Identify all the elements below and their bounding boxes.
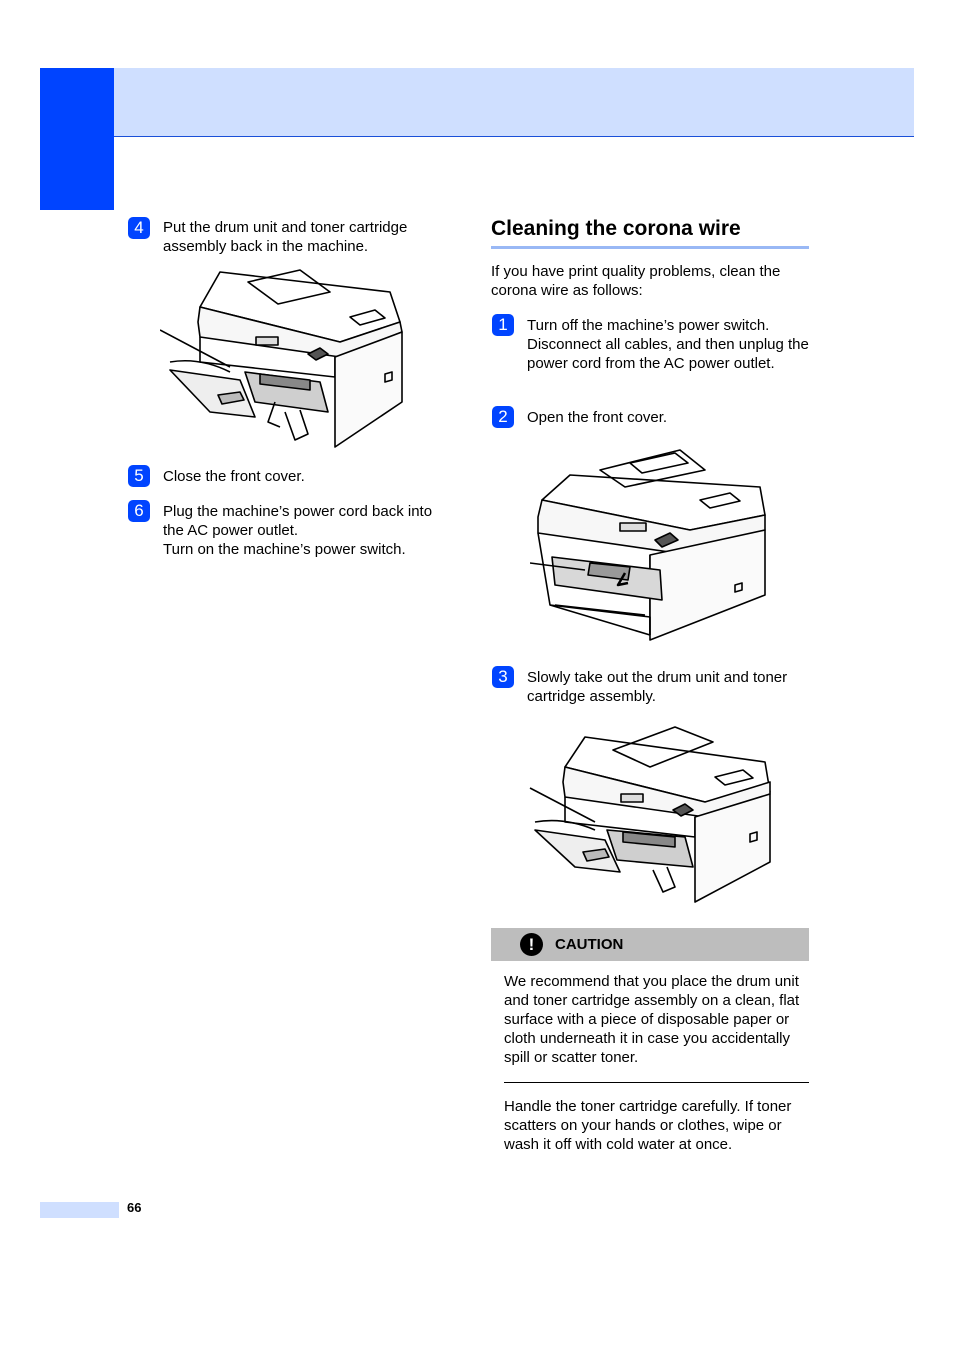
step-text: Slowly take out the drum unit and toner … [527, 669, 788, 705]
printer-illustration-remove-drum [529, 726, 771, 903]
caution-paragraph-1: We recommend that you place the drum uni… [504, 973, 800, 1066]
section-title: Cleaning the corona wire [491, 216, 809, 249]
step-1: 1 Turn off the machine’s power switch. D… [492, 314, 812, 394]
step-number-badge: 6 [128, 500, 150, 522]
caution-paragraph-2: Handle the toner cartridge carefully. If… [504, 1098, 792, 1153]
step-number-badge: 1 [492, 314, 514, 336]
step-text: Turn off the machine’s power switch. Dis… [527, 317, 809, 372]
step-number-badge: 2 [492, 406, 514, 428]
printer-illustration-insert-drum [160, 269, 403, 448]
page-number: 66 [127, 1200, 142, 1215]
footer-bar [40, 1202, 119, 1218]
step-2: 2 Open the front cover. [492, 406, 812, 430]
caution-divider [504, 1082, 809, 1083]
step-number-badge: 3 [492, 666, 514, 688]
chapter-tab [40, 68, 114, 210]
printer-illustration-front-cover-open [530, 449, 766, 641]
step-6: 6 Plug the machine’s power cord back int… [128, 500, 458, 560]
step-text: Plug the machine’s power cord back into … [163, 503, 433, 558]
step-number-badge: 4 [128, 217, 150, 239]
step-5: 5 Close the front cover. [128, 465, 458, 489]
step-3: 3 Slowly take out the drum unit and tone… [492, 666, 812, 708]
step-text: Close the front cover. [163, 468, 305, 485]
caution-label: CAUTION [555, 936, 624, 953]
step-text: Open the front cover. [527, 409, 668, 426]
step-number-badge: 5 [128, 465, 150, 487]
exclamation-icon: ! [520, 933, 543, 956]
caution-header: ! CAUTION [491, 928, 809, 961]
header-band [40, 68, 914, 137]
step-4: 4 Put the drum unit and toner cartridge … [128, 217, 458, 257]
step-text: Put the drum unit and toner cartridge as… [163, 219, 408, 255]
intro-text: If you have print quality problems, clea… [491, 263, 781, 299]
